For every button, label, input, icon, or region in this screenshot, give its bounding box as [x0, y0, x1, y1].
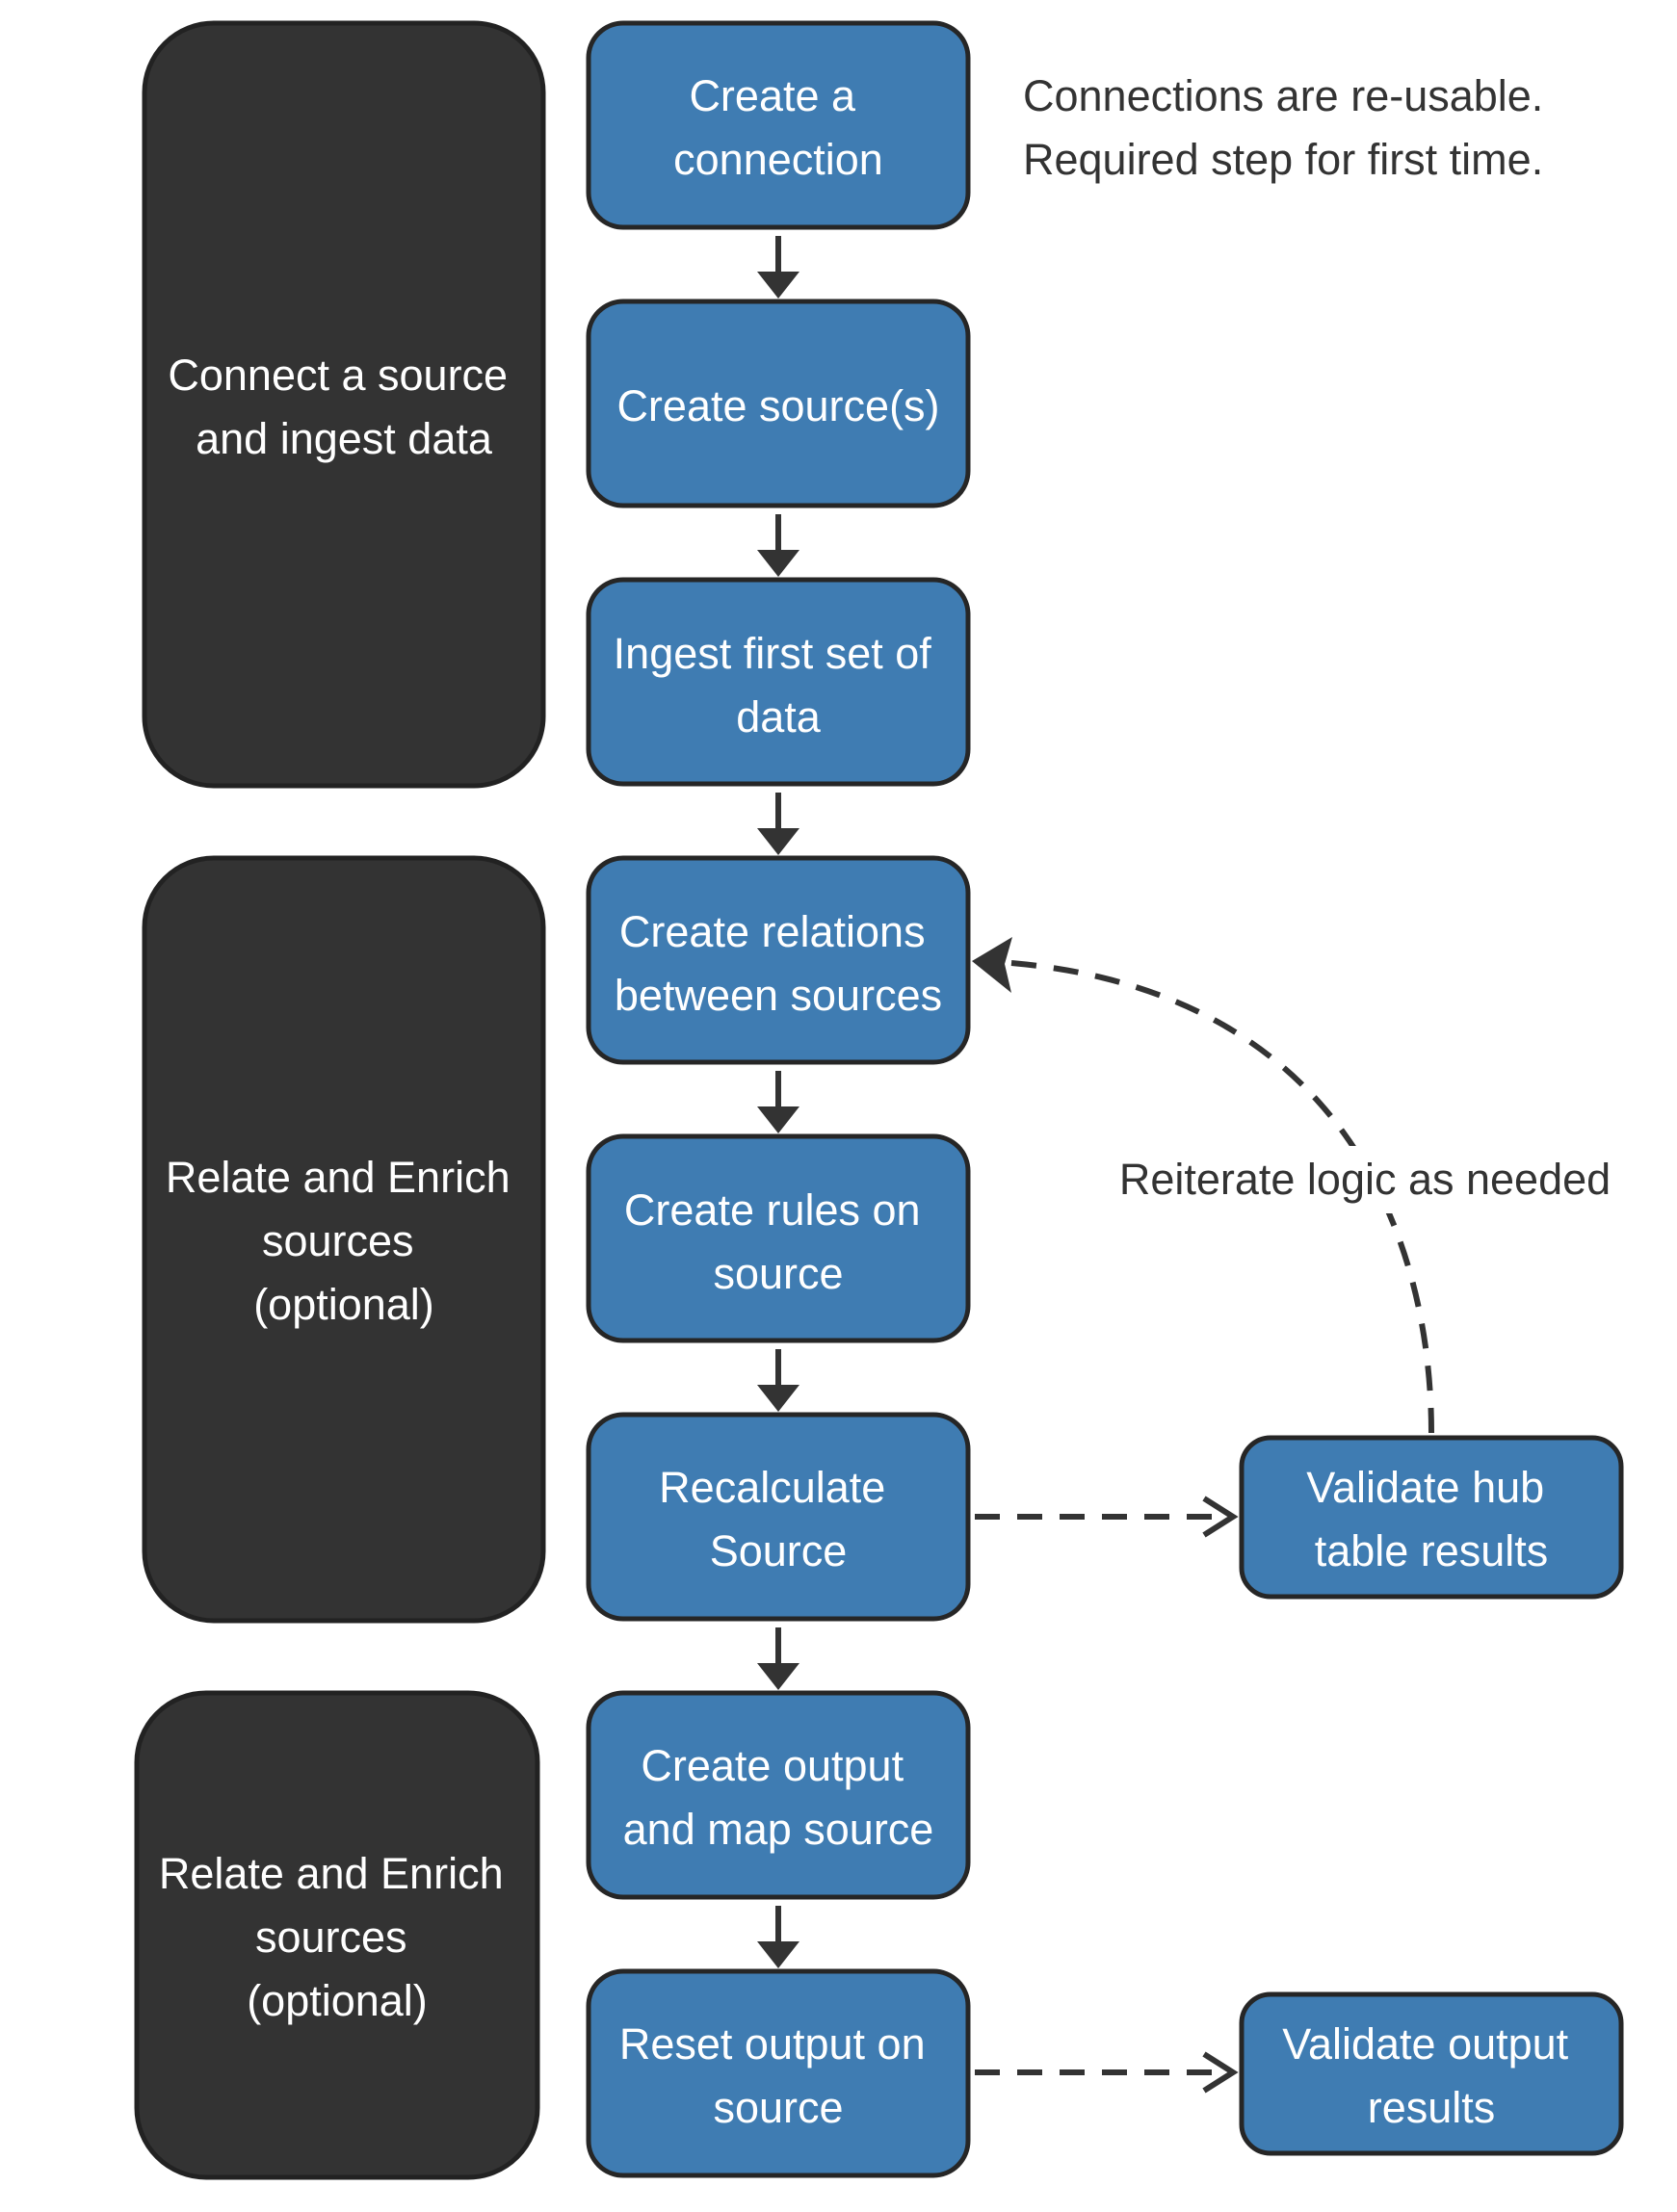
step-validate-output-line-1: Validate output: [1282, 2019, 1568, 2069]
note-connections-reusable: Connections are re-usable. Required step…: [1023, 71, 1556, 184]
step-create-connection-label: Create a connection: [673, 71, 883, 184]
step-create-output-line-1: Create output: [641, 1741, 904, 1790]
step-reset-output-line-1: Reset output on: [619, 2019, 926, 2069]
step-validate-output-line-2: results: [1368, 2083, 1496, 2132]
step-create-relations-label: Create relations between sources: [615, 907, 942, 1020]
step-create-output-line-2: and map source: [623, 1805, 934, 1854]
step-recalculate-source-line-2: Source: [710, 1526, 848, 1575]
phase-output-line-3: (optional): [247, 1976, 428, 2025]
arrow-connection-to-sources: [757, 236, 799, 299]
step-create-rules-line-2: source: [713, 1249, 843, 1298]
step-create-sources: Create source(s): [586, 299, 971, 508]
dashed-arrow-reset-to-validate-output: [975, 2051, 1239, 2094]
step-ingest-data: Ingest first set of data: [586, 577, 971, 787]
step-create-sources-label: Create source(s): [616, 381, 939, 430]
step-ingest-data-label: Ingest first set of data: [614, 629, 944, 742]
step-create-connection-line-1: Create a: [689, 71, 856, 120]
step-validate-hub: Validate hub table results: [1239, 1435, 1624, 1600]
phase-output: Relate and Enrich sources (optional): [134, 1690, 540, 2180]
step-create-relations: Create relations between sources: [586, 855, 971, 1065]
reiterate-label-backdrop: [1105, 1146, 1625, 1213]
step-create-sources-line-1: Create source(s): [616, 381, 939, 430]
phase-relate-enrich: Relate and Enrich sources (optional): [142, 855, 546, 1624]
step-recalculate-source-label: Recalculate Source: [659, 1463, 898, 1575]
phase-relate-enrich-line-2: sources: [262, 1216, 414, 1265]
phase-output-line-2: sources: [255, 1913, 407, 1962]
arrow-recalculate-to-output: [757, 1627, 799, 1690]
step-recalculate-source-line-1: Recalculate: [659, 1463, 885, 1512]
step-ingest-data-line-2: data: [736, 692, 822, 742]
phase-relate-enrich-label: Relate and Enrich sources (optional): [166, 1153, 522, 1329]
step-ingest-data-line-1: Ingest first set of: [614, 629, 932, 678]
arrow-relations-to-rules: [757, 1071, 799, 1133]
note-connections-line-1: Connections are re-usable.: [1023, 71, 1543, 120]
phase-connect-ingest-line-1: Connect a source: [168, 351, 508, 400]
step-create-connection: Create a connection: [586, 20, 971, 230]
dashed-arrow-reiterate-loop: [972, 937, 1434, 1434]
step-create-output: Create output and map source: [586, 1690, 971, 1900]
phase-connect-ingest-line-2: and ingest data: [196, 414, 493, 463]
phase-connect-ingest-label: Connect a source and ingest data: [168, 351, 519, 463]
step-validate-output: Validate output results: [1239, 1991, 1624, 2156]
step-create-output-label: Create output and map source: [623, 1741, 934, 1854]
step-reset-output-line-2: source: [713, 2083, 843, 2132]
note-reiterate-logic: Reiterate logic as needed: [1119, 1155, 1611, 1204]
step-reset-output-label: Reset output on source: [619, 2019, 937, 2132]
step-validate-hub-line-2: table results: [1315, 1526, 1549, 1575]
step-create-relations-line-1: Create relations: [619, 907, 926, 956]
arrow-sources-to-ingest: [757, 514, 799, 577]
note-connections-line-2: Required step for first time.: [1023, 135, 1543, 184]
step-create-rules-line-1: Create rules on: [624, 1185, 921, 1235]
arrow-ingest-to-relations: [757, 793, 799, 855]
phase-connect-ingest: Connect a source and ingest data: [142, 20, 546, 789]
step-validate-hub-line-1: Validate hub: [1306, 1463, 1544, 1512]
phase-output-label: Relate and Enrich sources (optional): [159, 1849, 515, 2025]
step-validate-output-label: Validate output results: [1282, 2019, 1580, 2132]
step-validate-hub-label: Validate hub table results: [1306, 1463, 1556, 1575]
phase-relate-enrich-line-3: (optional): [253, 1280, 434, 1329]
step-reset-output: Reset output on source: [586, 1968, 971, 2178]
arrow-rules-to-recalculate: [757, 1349, 799, 1412]
step-create-connection-line-2: connection: [673, 135, 883, 184]
step-recalculate-source: Recalculate Source: [586, 1412, 971, 1622]
arrow-output-to-reset: [757, 1906, 799, 1968]
phase-relate-enrich-line-1: Relate and Enrich: [166, 1153, 511, 1202]
step-create-rules: Create rules on source: [586, 1133, 971, 1343]
phase-output-line-1: Relate and Enrich: [159, 1849, 504, 1898]
step-create-relations-line-2: between sources: [615, 971, 942, 1020]
dashed-arrow-recalculate-to-validate-hub: [975, 1496, 1239, 1538]
step-create-rules-label: Create rules on source: [624, 1185, 932, 1298]
